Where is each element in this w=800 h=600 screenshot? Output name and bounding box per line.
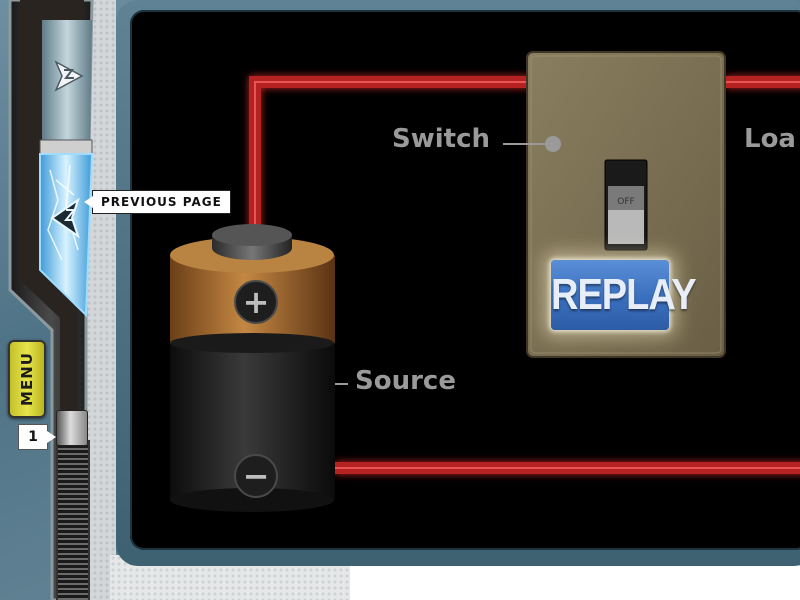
replay-button[interactable]: REPLAY [551, 260, 697, 330]
load-label: Loa [744, 124, 796, 154]
switch-label: Switch [392, 124, 491, 154]
circuit-screen: OFF + − [130, 10, 800, 550]
source-label: Source [355, 366, 456, 396]
replay-button-label: REPLAY [551, 270, 697, 320]
battery [170, 224, 335, 512]
menu-button-label: MENU [18, 352, 36, 406]
switch-label-dot [545, 136, 561, 152]
previous-page-button[interactable] [40, 140, 92, 315]
battery-positive-symbol: + [243, 283, 270, 321]
page-scroll-track[interactable] [56, 440, 90, 600]
previous-page-arrow-icon [50, 197, 80, 239]
switch-off-text: OFF [617, 197, 634, 207]
menu-button[interactable]: MENU [8, 340, 46, 418]
next-page-button[interactable] [42, 40, 92, 120]
page-scroll-handle[interactable] [56, 410, 88, 446]
page-number-indicator: 1 [18, 424, 56, 450]
circuit-diagram: OFF + − [170, 51, 800, 512]
next-page-arrow-icon [54, 60, 84, 92]
battery-negative-symbol: − [243, 457, 270, 495]
previous-page-tooltip: PREVIOUS PAGE [84, 190, 231, 214]
